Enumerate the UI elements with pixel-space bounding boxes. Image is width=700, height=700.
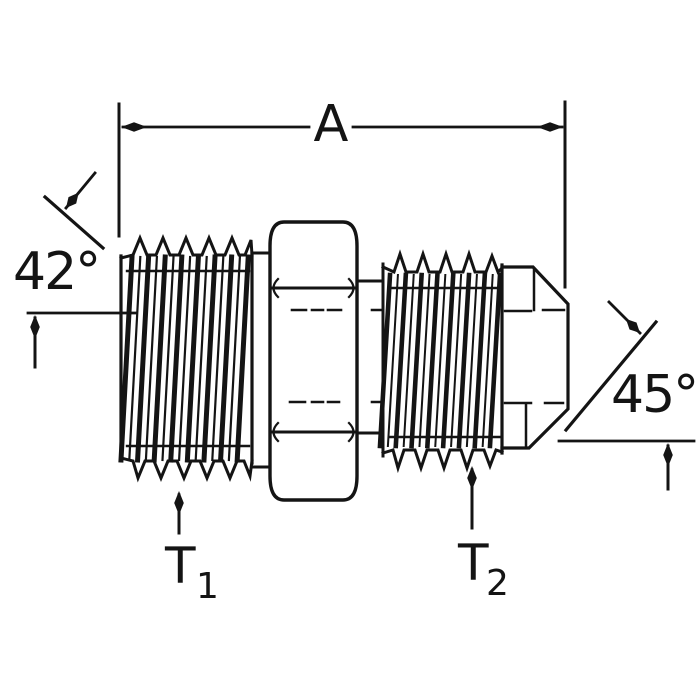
bore-hidden-lines	[288, 308, 383, 404]
nose-outline	[500, 265, 570, 450]
arrowhead-right	[537, 122, 563, 132]
taper-surface-line	[42, 194, 106, 251]
arrowhead-up	[30, 315, 40, 339]
fitting-body	[118, 220, 570, 502]
arrowhead-up	[174, 491, 184, 515]
thread-flanks-thin	[128, 255, 242, 462]
left-pipe-thread	[118, 234, 254, 483]
right-reference-dimension	[557, 439, 696, 491]
thread-flanks-thick	[118, 254, 251, 463]
left-angle-label: 42°	[13, 242, 99, 302]
left-angle-callout: 42°	[13, 171, 106, 302]
arrowhead-up	[467, 466, 477, 490]
dimension-overall-length: A	[117, 95, 567, 289]
t2-label: T	[457, 534, 489, 592]
shank-outline	[355, 279, 385, 435]
nose-inner-verticals	[524, 267, 536, 448]
t2-callout: T 2	[457, 466, 509, 604]
left-reference-dimension	[26, 311, 138, 369]
t1-subscript: 1	[196, 566, 219, 607]
t1-callout: T 1	[164, 491, 219, 607]
leader-arrowhead	[625, 318, 640, 333]
leader-arrowhead	[66, 192, 79, 208]
hex-nut	[268, 220, 359, 502]
right-angle-label: 45°	[611, 365, 697, 425]
t1-label: T	[164, 537, 196, 595]
hex-face-lines	[269, 286, 358, 434]
t2-subscript: 2	[486, 563, 509, 604]
nose-inner-lines	[503, 308, 566, 405]
right-flare-thread	[377, 249, 505, 474]
thread-flanks-thick	[377, 272, 503, 449]
flare-surface-line	[563, 319, 659, 433]
dim-a-label: A	[314, 95, 349, 154]
hex-corner-arcs	[272, 277, 355, 443]
shank-outline	[251, 251, 272, 469]
arrowhead-left	[121, 122, 147, 132]
right-shank	[355, 279, 385, 435]
thread-crest-bottom	[381, 448, 504, 474]
flare-nose	[500, 263, 570, 455]
arrowhead-up	[663, 443, 673, 467]
thread-crest-top	[381, 249, 505, 275]
right-angle-callout: 45°	[563, 300, 699, 433]
left-shank	[251, 251, 272, 469]
hex-silhouette	[268, 220, 359, 502]
thread-flanks-thin	[386, 273, 494, 448]
